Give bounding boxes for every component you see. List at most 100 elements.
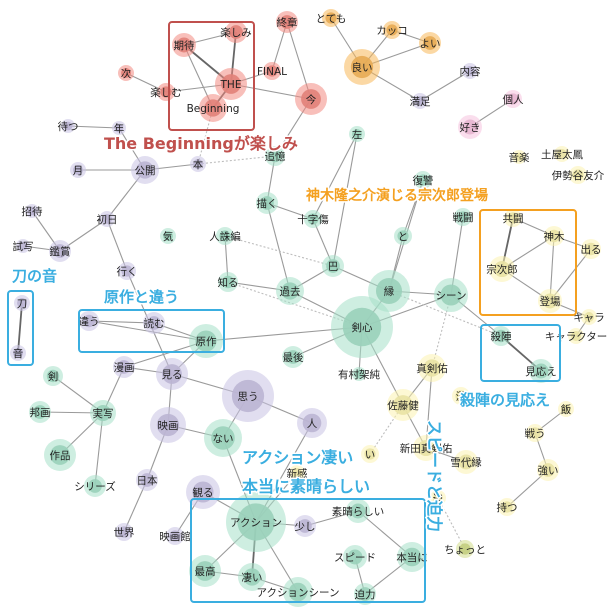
node-final[interactable]: FINAL xyxy=(257,62,287,80)
node-jissha[interactable]: 実写 xyxy=(90,400,116,426)
node-nihon[interactable]: 日本 xyxy=(136,469,158,491)
node-shoshu[interactable]: 初日 xyxy=(97,211,118,227)
node-hakuryoku[interactable]: 迫力 xyxy=(354,583,376,605)
node-satsujin[interactable]: 殺陣 xyxy=(491,326,512,346)
node-kenshin[interactable]: 剣心 xyxy=(331,296,393,358)
node-chigau[interactable]: 違う xyxy=(79,311,100,331)
node-saigo[interactable]: 最後 xyxy=(282,346,304,368)
node-label: 映画 xyxy=(158,420,179,432)
node-omou[interactable]: 思う xyxy=(222,370,274,422)
node-ii[interactable]: い xyxy=(361,445,379,463)
node-naiyou[interactable]: 内容 xyxy=(460,63,481,79)
node-suki[interactable]: 好き xyxy=(458,115,482,139)
node-oto[interactable]: 音 xyxy=(10,345,26,361)
node-kyoutou[interactable]: 共闘 xyxy=(503,209,524,227)
node-miru2[interactable]: 観る xyxy=(186,475,220,509)
node-core xyxy=(237,503,275,541)
node-jujishou[interactable]: 十字傷 xyxy=(297,210,329,228)
node-tomoe[interactable]: 巴 xyxy=(322,255,344,277)
node-chara[interactable]: キャラ xyxy=(573,309,605,325)
node-manzoku[interactable]: 満足 xyxy=(410,93,431,109)
node-hon[interactable]: 本 xyxy=(190,156,206,172)
node-choto[interactable]: ちょっと xyxy=(444,540,486,558)
node-saikou[interactable]: 最高 xyxy=(189,555,221,587)
node-hanyou[interactable]: 飯 xyxy=(558,401,574,417)
node-sakuhin[interactable]: 作品 xyxy=(44,439,76,471)
node-eigakan[interactable]: 映画館 xyxy=(159,527,191,545)
node-yoi2[interactable]: よい xyxy=(419,32,441,54)
node-toujou[interactable]: 登場 xyxy=(538,289,562,313)
node-mikotae[interactable]: 見応え xyxy=(525,359,557,383)
node-ken[interactable]: 剣 xyxy=(43,366,63,386)
node-kitai[interactable]: 期待 xyxy=(172,33,196,57)
node-speed[interactable]: スピード xyxy=(334,545,376,569)
node-ongaku[interactable]: 音楽 xyxy=(509,150,530,164)
node-makenosuke[interactable]: 真剣佑 xyxy=(416,354,448,382)
node-soujirou[interactable]: 宗次郎 xyxy=(486,256,518,282)
node-hidari[interactable]: 左 xyxy=(349,126,365,142)
node-mangaa[interactable]: 漫画 xyxy=(113,356,135,378)
node-eiga[interactable]: 映画 xyxy=(150,407,186,443)
node-sentou[interactable]: 戦闘 xyxy=(453,208,474,226)
node-sukoshi[interactable]: 少し xyxy=(294,515,316,537)
node-shisha[interactable]: 試写 xyxy=(13,239,34,253)
node-tsuioku[interactable]: 追憶 xyxy=(265,146,286,166)
node-deru[interactable]: 出る xyxy=(581,239,602,259)
node-actionscene[interactable]: アクションシーン xyxy=(257,577,340,607)
node-toshi[interactable]: 年 xyxy=(112,121,126,135)
node-kako[interactable]: 過去 xyxy=(276,277,304,305)
node-tanoshimi[interactable]: 楽しみ xyxy=(220,21,252,43)
node-to[interactable]: と xyxy=(394,227,412,245)
node-beginning[interactable]: Beginning xyxy=(187,94,240,122)
node-shinden[interactable]: 新田真剣佑 xyxy=(400,435,453,461)
node-action[interactable]: アクション xyxy=(226,492,286,552)
node-tanoshimu[interactable]: 楽しむ xyxy=(150,83,182,101)
node-katana[interactable]: 刀 xyxy=(14,295,30,311)
edge-katana-oto xyxy=(17,302,23,354)
node-totemo[interactable]: とても xyxy=(316,9,347,27)
node-sekai[interactable]: 世界 xyxy=(114,523,135,541)
node-motsu[interactable]: 持つ xyxy=(497,498,518,516)
node-tsugi[interactable]: 次 xyxy=(118,65,134,81)
node-yomu[interactable]: 読む xyxy=(143,312,165,334)
node-satou[interactable]: 佐藤健 xyxy=(387,389,419,421)
node-yuki[interactable]: 雪代縁 xyxy=(450,450,482,474)
node-hito[interactable]: 人 xyxy=(297,408,327,438)
node-shoutai[interactable]: 招待 xyxy=(22,204,43,218)
node-kuu[interactable]: 漂 xyxy=(452,387,470,405)
node-the[interactable]: THE xyxy=(215,68,247,100)
node-ki[interactable]: 気 xyxy=(160,228,176,244)
node-gensaku[interactable]: 原作 xyxy=(189,324,223,358)
node-sugou[interactable]: 凄い xyxy=(238,563,266,591)
node-matsu[interactable]: 待つ xyxy=(58,119,79,133)
node-fukushuu[interactable]: 復讐 xyxy=(413,171,434,189)
node-character[interactable]: キャラクター xyxy=(545,328,608,344)
node-tatakau[interactable]: 戦う xyxy=(525,424,546,442)
node-tsuyoi[interactable]: 強い xyxy=(537,459,559,481)
node-sugoi2[interactable]: 迫 xyxy=(430,490,446,506)
node-kanshou[interactable]: 鑑賞 xyxy=(49,240,71,262)
node-nai[interactable]: ない xyxy=(204,419,242,457)
node-shiru[interactable]: 知る xyxy=(218,272,239,292)
node-gaisou[interactable]: 新感 xyxy=(287,465,308,481)
node-tsuki[interactable]: 月 xyxy=(70,162,86,178)
node-yoi[interactable]: 良い xyxy=(344,49,380,85)
node-egaku[interactable]: 描く xyxy=(256,192,278,214)
node-shuushou[interactable]: 終章 xyxy=(276,11,298,33)
node-ima[interactable]: 今 xyxy=(295,83,327,115)
node-hontou[interactable]: 本当に xyxy=(396,542,428,572)
node-eiga_bangai[interactable]: 邦画 xyxy=(29,401,51,423)
node-kamiki[interactable]: 神木 xyxy=(544,226,565,246)
node-series[interactable]: シリーズ xyxy=(74,475,116,497)
node-jinchuu[interactable]: 人誅編 xyxy=(209,227,241,245)
node-miru[interactable]: 見る xyxy=(156,358,188,390)
node-scene[interactable]: シーン xyxy=(434,278,468,312)
node-kojin[interactable]: 個人 xyxy=(503,90,524,108)
node-kouhou[interactable]: 公開 xyxy=(131,156,159,184)
node-arimura[interactable]: 有村架純 xyxy=(338,367,380,381)
node-iseya[interactable]: 伊勢谷友介 xyxy=(552,166,605,184)
node-iku[interactable]: 行く xyxy=(117,262,138,280)
node-tsuchiya[interactable]: 土屋太鳳 xyxy=(541,146,583,162)
node-subarashii[interactable]: 素晴らしい xyxy=(332,499,385,523)
node-kakko[interactable]: カッコ xyxy=(376,21,408,39)
